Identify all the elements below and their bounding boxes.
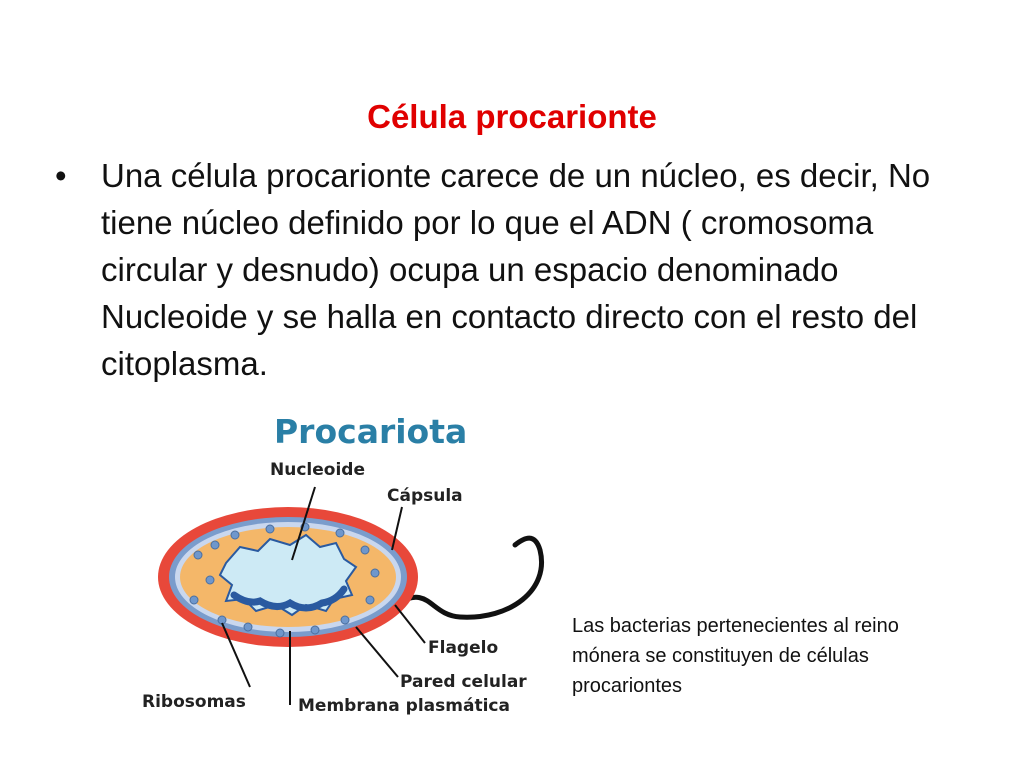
caption: Las bacterias pertenecientes al reino mó… <box>572 615 899 697</box>
ribosome <box>310 625 320 635</box>
ribosome <box>365 595 375 605</box>
ribosome <box>205 575 215 585</box>
label-capsula: Cápsula <box>387 486 463 506</box>
label-pared-celular: Pared celular <box>400 672 527 692</box>
label-nucleoide: Nucleoide <box>270 460 365 480</box>
leader-lines <box>221 486 426 705</box>
ribosome <box>360 545 370 555</box>
label-flagelo: Flagelo <box>428 638 498 658</box>
leader-line-capsula <box>391 506 403 551</box>
leader-line-nucleoide <box>291 486 316 561</box>
ribosome <box>193 550 203 560</box>
leader-line-pared <box>355 626 399 678</box>
ribosome <box>217 615 227 625</box>
dna-strand <box>230 585 348 612</box>
ribosome <box>370 568 380 578</box>
bullet-paragraph: • Una célula procarionte carece de un nú… <box>55 152 975 387</box>
bullet-symbol: • <box>55 157 67 194</box>
diagram-heading: Procariota <box>274 412 467 451</box>
prokaryote-diagram: Procariota Nucleoide Cápsula <box>142 412 544 716</box>
slide-title: Célula procarionte <box>367 98 657 135</box>
bullet-text: Una célula procarionte carece de un núcl… <box>101 157 931 382</box>
ribosome <box>340 615 350 625</box>
ribosome <box>265 524 275 534</box>
label-ribosomas: Ribosomas <box>142 692 246 712</box>
ribosome <box>230 530 240 540</box>
flagellum <box>395 535 544 620</box>
leader-line-flagelo <box>394 604 426 644</box>
label-membrana-plasmatica: Membrana plasmática <box>298 696 510 716</box>
ribosome <box>335 528 345 538</box>
leader-line-ribosomas <box>221 622 251 688</box>
ribosome <box>243 622 253 632</box>
ribosome <box>210 540 220 550</box>
ribosome <box>275 628 285 638</box>
ribosome <box>189 595 199 605</box>
